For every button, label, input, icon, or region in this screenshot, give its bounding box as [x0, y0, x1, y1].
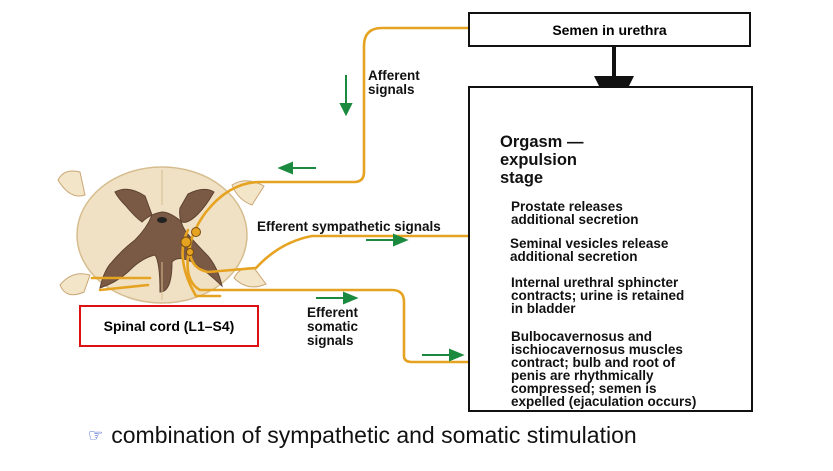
nerve-nuclei [180, 227, 201, 256]
afferent-line-1: Afferent [368, 68, 420, 83]
response-seminal-line-1: Seminal vesicles release [510, 236, 669, 251]
response-prostate-line-2: additional secretion [511, 212, 639, 227]
response-bulbocavernosus: Bulbocavernosus and ischiocavernosus mus… [511, 329, 697, 409]
caption: ☞ combination of sympathetic and somatic … [88, 422, 637, 449]
efferent-somatic-line-3: signals [307, 333, 354, 348]
efferent-sympathetic-label: Efferent sympathetic signals [257, 219, 441, 234]
response-bulbo-line-5: compressed; semen is [511, 381, 657, 396]
response-sphincter-line-1: Internal urethral sphincter [511, 275, 679, 290]
response-sphincter-line-2: contracts; urine is retained [511, 288, 685, 303]
response-urethral-sphincter: Internal urethral sphincter contracts; u… [511, 275, 685, 316]
pointing-hand-icon: ☞ [88, 426, 104, 445]
response-seminal-vesicles: Seminal vesicles release additional secr… [510, 236, 669, 264]
orgasm-stage-box [468, 86, 753, 412]
response-bulbo-line-1: Bulbocavernosus and [511, 329, 653, 344]
semen-in-urethra-box: Semen in urethra [468, 12, 751, 47]
response-sphincter-line-3: in bladder [511, 301, 576, 316]
spinal-cord-cross-section [57, 166, 267, 304]
response-prostate-line-1: Prostate releases [511, 199, 623, 214]
caption-text: combination of sympathetic and somatic s… [111, 422, 637, 448]
orgasm-stage-title: Orgasm — expulsion stage [500, 133, 583, 187]
response-seminal-line-2: additional secretion [510, 249, 638, 264]
nerve-fibers [90, 26, 488, 364]
spinal-cord-label: Spinal cord (L1–S4) [103, 318, 235, 334]
efferent-somatic-line-2: somatic [307, 319, 359, 334]
efferent-somatic-label: Efferent somatic signals [307, 306, 358, 348]
afferent-signals-label: Afferent signals [368, 69, 420, 97]
efferent-somatic-line-1: Efferent [307, 305, 359, 320]
spinal-cord-box: Spinal cord (L1–S4) [79, 305, 259, 347]
direction-arrows [277, 75, 465, 362]
semen-in-urethra-label: Semen in urethra [552, 21, 667, 38]
orgasm-stage-line-3: stage [500, 169, 544, 187]
response-prostate: Prostate releases additional secretion [511, 199, 639, 227]
orgasm-stage-line-2: expulsion [500, 151, 578, 169]
response-bulbo-line-6: expelled (ejaculation occurs) [511, 394, 697, 409]
response-bulbo-line-3: contract; bulb and root of [511, 355, 676, 370]
response-bulbo-line-4: penis are rhythmically [511, 368, 654, 383]
response-bulbo-line-2: ischiocavernosus muscles [511, 342, 683, 357]
afferent-line-2: signals [368, 82, 415, 97]
orgasm-stage-line-1: Orgasm — [500, 133, 584, 151]
